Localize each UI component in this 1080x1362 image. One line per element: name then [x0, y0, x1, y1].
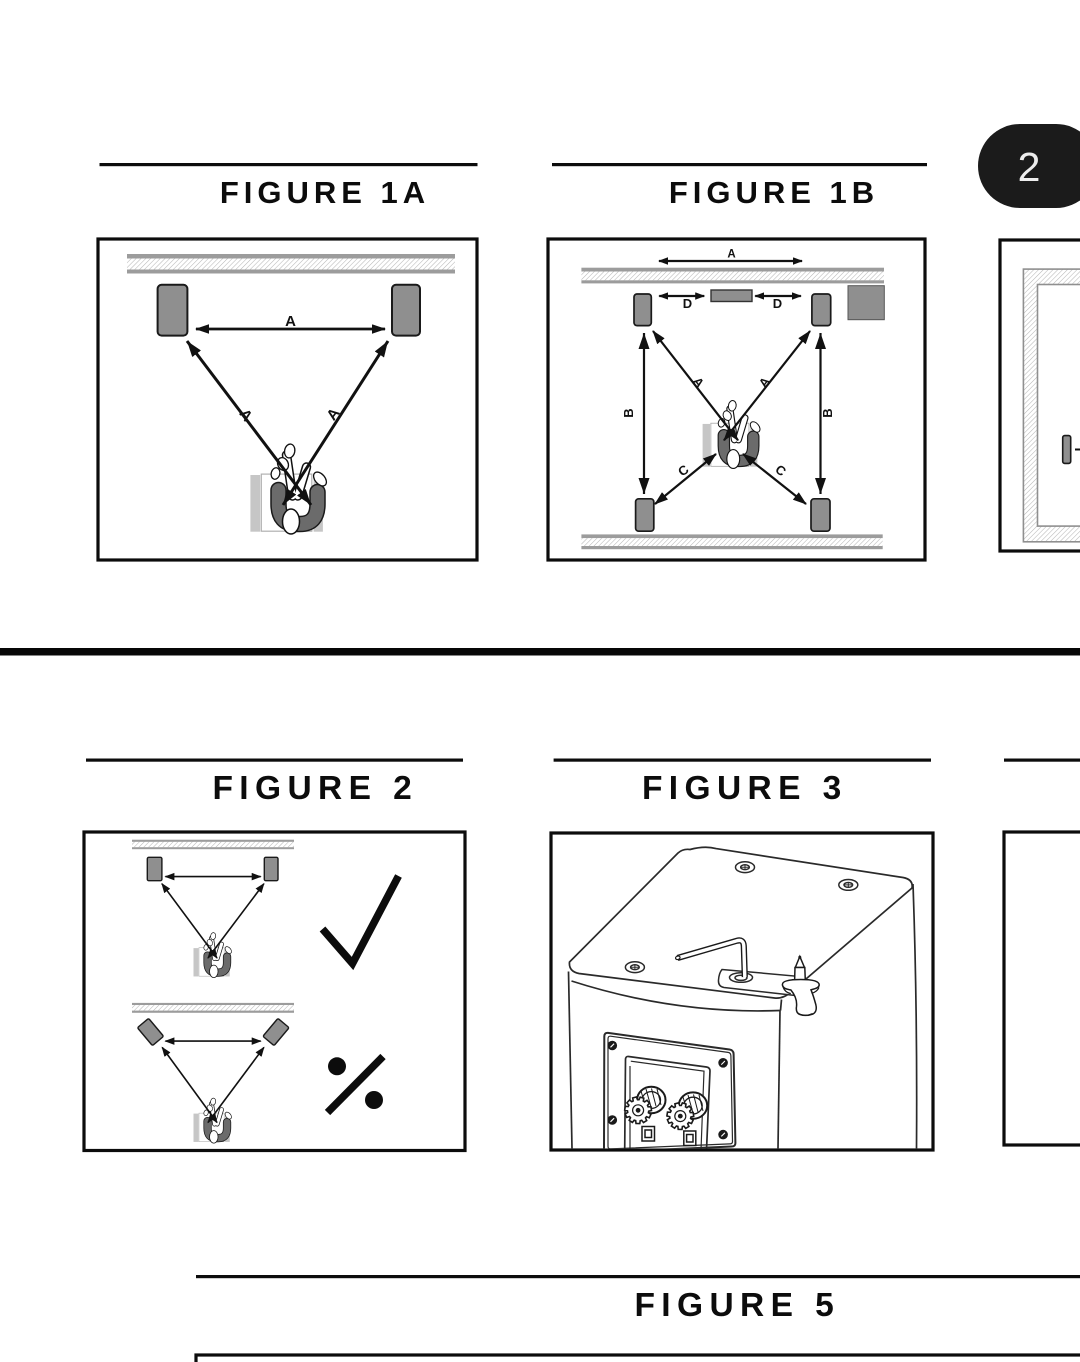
svg-text:2: 2 [1018, 144, 1041, 190]
svg-text:A: A [756, 374, 774, 391]
svg-text:A: A [323, 405, 343, 424]
svg-text:B: B [820, 408, 835, 417]
svg-text:FIGURE 1B: FIGURE 1B [669, 175, 879, 210]
svg-text:B: B [621, 408, 636, 417]
svg-text:C: C [772, 462, 789, 480]
svg-text:A: A [285, 313, 296, 330]
svg-text:FIGURE 2: FIGURE 2 [212, 770, 418, 807]
svg-text:FIGURE 1A: FIGURE 1A [220, 175, 430, 210]
svg-text:FIGURE 3: FIGURE 3 [642, 770, 848, 807]
svg-text:A: A [727, 249, 735, 261]
svg-text:FIGURE 5: FIGURE 5 [634, 1287, 840, 1324]
svg-text:D: D [773, 296, 782, 311]
svg-text:D: D [683, 296, 692, 311]
